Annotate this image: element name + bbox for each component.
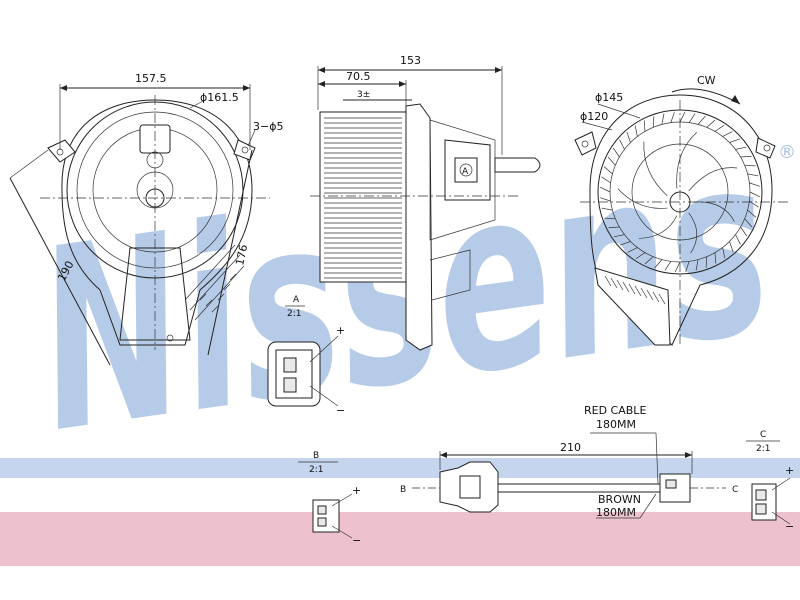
- overall-length-dimension: 153: [400, 54, 421, 67]
- rotation-label: CW: [697, 74, 716, 87]
- detail-a-minus: −: [336, 404, 345, 417]
- cable-end-b: B: [400, 485, 406, 495]
- detail-c: [746, 440, 791, 525]
- detail-c-minus: −: [785, 520, 794, 533]
- detail-b-label: B: [313, 451, 319, 461]
- width-dimension: 157.5: [135, 72, 167, 85]
- brown-cable-label: BROWN: [598, 493, 641, 506]
- detail-a-label: A: [293, 295, 300, 305]
- detail-b-minus: −: [352, 534, 361, 547]
- detail-a-plus: +: [336, 324, 345, 337]
- cable-harness: [412, 432, 726, 519]
- wheel-width-dimension: 70.5: [346, 70, 371, 83]
- inner-fan-diameter: ϕ120: [580, 110, 608, 123]
- holes-label: 3−ϕ5: [253, 120, 283, 133]
- watermark-registered: ®: [778, 142, 796, 163]
- red-cable-length: 180MM: [596, 418, 636, 431]
- detail-a-scale: 2:1: [287, 309, 301, 319]
- detail-c-plus: +: [785, 464, 794, 477]
- front-view: [9, 84, 270, 366]
- height-right-dimension: 176: [233, 243, 250, 266]
- detail-c-scale: 2:1: [756, 444, 770, 454]
- detail-b: [298, 461, 353, 539]
- side-view: [310, 66, 541, 351]
- brown-cable-length: 180MM: [596, 506, 636, 519]
- detail-b-plus: +: [352, 484, 361, 497]
- cable-end-c: C: [732, 485, 738, 495]
- detail-c-label: C: [760, 430, 766, 440]
- outer-diameter-label: ϕ161.5: [200, 91, 239, 104]
- detail-b-scale: 2:1: [309, 465, 323, 475]
- outer-fan-diameter: ϕ145: [595, 91, 623, 104]
- detail-a: [267, 305, 339, 407]
- offset-dimension: 3±: [357, 90, 370, 100]
- red-cable-label: RED CABLE: [584, 404, 646, 417]
- cable-length-dimension: 210: [560, 441, 581, 454]
- blue-band: [0, 458, 800, 478]
- rear-view: [574, 88, 790, 346]
- connector-tag: A: [462, 167, 469, 177]
- pink-band: [0, 512, 800, 566]
